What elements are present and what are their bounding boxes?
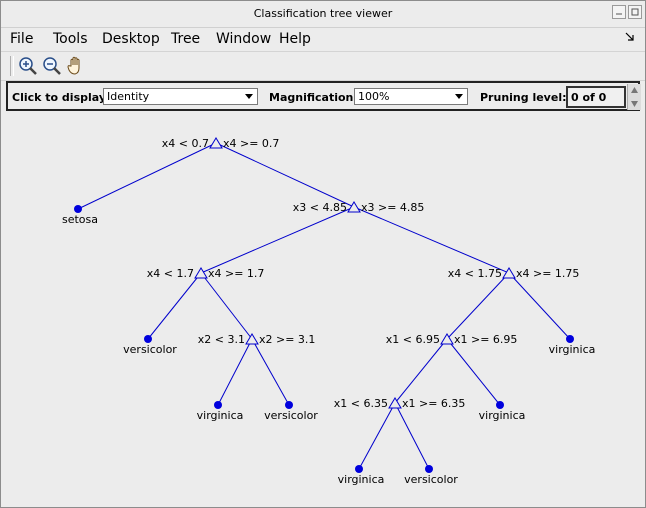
- tree-edge[interactable]: [353, 206, 510, 274]
- window-title: Classification tree viewer: [253, 7, 393, 20]
- split-rule-left: x3 < 4.85: [293, 201, 347, 214]
- split-rule-right: x4 >= 1.7: [208, 267, 264, 280]
- leaf-label: versicolor: [404, 473, 458, 486]
- tree-edge[interactable]: [77, 142, 217, 210]
- menu-file[interactable]: File: [10, 31, 33, 47]
- menu-tools-label: Tools: [53, 31, 88, 47]
- zoom-out-icon: [43, 57, 61, 75]
- tree-edge[interactable]: [394, 402, 430, 470]
- leaf-label: setosa: [62, 213, 98, 226]
- split-node-icon[interactable]: [388, 397, 402, 409]
- menu-tree-label: Tree: [171, 31, 201, 47]
- tree-edge[interactable]: [217, 338, 253, 406]
- display-label: Click to display:: [12, 91, 111, 104]
- tree-edge[interactable]: [251, 338, 290, 406]
- split-node-icon[interactable]: [502, 267, 516, 279]
- leaf-node-icon[interactable]: [74, 205, 82, 213]
- chevron-down-icon: [455, 94, 463, 99]
- leaf-node-icon[interactable]: [566, 335, 574, 343]
- tree-edge[interactable]: [358, 402, 396, 470]
- dock-arrow-icon[interactable]: [625, 32, 635, 45]
- tree-canvas[interactable]: x4 < 0.7 x4 >= 0.7 setosa x3 < 4.85 x3 >= 4.…: [6, 113, 640, 501]
- menu-help[interactable]: Help: [279, 31, 311, 47]
- leaf-node-icon[interactable]: [496, 401, 504, 409]
- tree-edge[interactable]: [200, 206, 355, 274]
- magnification-label: Magnification:: [269, 91, 358, 104]
- title-bar: Classification tree viewer: [1, 1, 645, 28]
- classification-tree: x4 < 0.7 x4 >= 0.7 setosa x3 < 4.85 x3 >= 4.…: [62, 137, 596, 486]
- split-rule-left: x2 < 3.1: [198, 333, 245, 346]
- tree-edge[interactable]: [394, 338, 448, 404]
- split-rule-right: x3 >= 4.85: [361, 201, 424, 214]
- tree-edge[interactable]: [147, 272, 202, 340]
- split-rule-right: x1 >= 6.35: [402, 397, 465, 410]
- zoom-in-button[interactable]: [17, 55, 39, 77]
- leaf-label: virginica: [479, 409, 526, 422]
- pruning-label: Pruning level:: [480, 91, 567, 104]
- menu-desktop-label: Desktop: [102, 31, 160, 47]
- menu-tools[interactable]: Tools: [53, 31, 88, 47]
- menu-bar: File Tools Desktop Tree Window Help: [1, 28, 645, 50]
- split-rule-right: x2 >= 3.1: [259, 333, 315, 346]
- leaf-label: virginica: [549, 343, 596, 356]
- display-select[interactable]: Identity: [103, 88, 258, 105]
- spinner-arrows-icon: [631, 87, 638, 107]
- split-node-icon[interactable]: [245, 333, 259, 345]
- split-rule-left: x1 < 6.95: [386, 333, 440, 346]
- pan-button[interactable]: [65, 55, 87, 77]
- leaf-label: virginica: [197, 409, 244, 422]
- minimize-icon: [616, 13, 622, 15]
- leaf-node-icon[interactable]: [214, 401, 222, 409]
- split-rule-right: x4 >= 1.75: [516, 267, 579, 280]
- split-rule-left: x1 < 6.35: [334, 397, 388, 410]
- leaf-node-icon[interactable]: [144, 335, 152, 343]
- toolbar-grip: [10, 56, 14, 76]
- leaf-label: virginica: [338, 473, 385, 486]
- split-rule-right: x1 >= 6.95: [454, 333, 517, 346]
- menu-window-label: Window: [216, 31, 272, 47]
- chevron-down-icon: [245, 94, 253, 99]
- pruning-spinner[interactable]: [627, 84, 641, 110]
- split-rule-left: x4 < 0.7: [162, 137, 209, 150]
- toolbar: [1, 51, 645, 81]
- pan-hand-icon: [67, 56, 80, 75]
- tree-edge[interactable]: [215, 142, 355, 208]
- leaf-label: versicolor: [123, 343, 177, 356]
- pruning-level-value: 0 of 0: [566, 86, 626, 108]
- menu-file-label: File: [10, 31, 34, 47]
- split-node-icon[interactable]: [440, 333, 454, 345]
- split-node-icon[interactable]: [347, 201, 361, 213]
- minimize-button[interactable]: [612, 5, 626, 19]
- tree-edge[interactable]: [200, 272, 253, 340]
- tree-controls-panel: Click to display: Identity Magnification…: [6, 81, 641, 111]
- maximize-button[interactable]: [628, 5, 642, 19]
- split-rule-left: x4 < 1.75: [448, 267, 502, 280]
- magnification-select[interactable]: 100%: [354, 88, 468, 105]
- split-node-icon[interactable]: [194, 267, 208, 279]
- menu-desktop[interactable]: Desktop: [102, 31, 160, 47]
- split-rule-left: x4 < 1.7: [147, 267, 194, 280]
- split-node-icon[interactable]: [209, 137, 223, 149]
- leaf-node-icon[interactable]: [425, 465, 433, 473]
- tree-edge[interactable]: [508, 272, 571, 340]
- split-rule-right: x4 >= 0.7: [223, 137, 279, 150]
- tree-edge[interactable]: [446, 272, 510, 340]
- tree-edge[interactable]: [446, 338, 501, 406]
- menu-window[interactable]: Window: [216, 31, 271, 47]
- menu-tree[interactable]: Tree: [171, 31, 200, 47]
- maximize-icon: [631, 8, 639, 16]
- leaf-node-icon[interactable]: [285, 401, 293, 409]
- menu-help-label: Help: [279, 31, 311, 47]
- magnification-select-value: 100%: [358, 90, 390, 103]
- leaf-label: versicolor: [264, 409, 318, 422]
- zoom-out-button[interactable]: [41, 55, 63, 77]
- zoom-in-icon: [19, 57, 37, 75]
- display-select-value: Identity: [107, 90, 150, 103]
- leaf-node-icon[interactable]: [355, 465, 363, 473]
